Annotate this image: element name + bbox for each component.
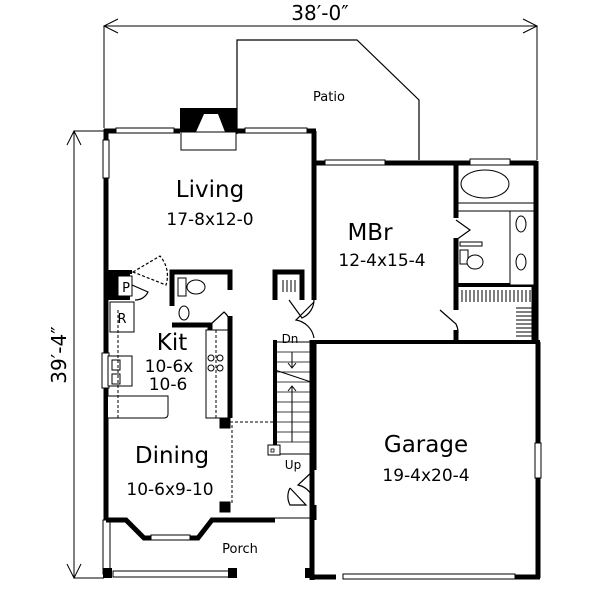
pantry-label: P <box>122 281 130 296</box>
porch <box>103 568 314 578</box>
dining-room-dims: 10-6x9-10 <box>126 480 213 500</box>
patio-outline <box>236 39 420 160</box>
depth-dimension-label: 39′-4″ <box>47 326 71 383</box>
patio-label: Patio <box>313 90 345 105</box>
garage-room-dims: 19-4x20-4 <box>382 466 469 486</box>
refrigerator-label: R <box>117 312 126 327</box>
windows <box>101 127 542 580</box>
fireplace <box>180 108 237 151</box>
stair-up-label: Up <box>285 458 301 472</box>
garage-room-name: Garage <box>384 432 468 458</box>
width-dimension-label: 38′-0″ <box>291 1 348 25</box>
master-bath-fixtures <box>457 164 535 286</box>
kitchen-room-name: Kit <box>157 330 188 356</box>
depth-dimension <box>66 129 104 580</box>
mbr-room-name: MBr <box>347 220 393 246</box>
walk-in-closet <box>461 290 532 337</box>
kitchen-fixtures <box>107 301 275 513</box>
living-room-dims: 17-8x12-0 <box>166 210 253 230</box>
staircase <box>267 340 312 456</box>
bay-window <box>150 534 191 541</box>
kitchen-room-dims-line2: 10-6 <box>149 375 188 395</box>
kitchen-room-dims-line1: 10-6x <box>145 357 194 377</box>
closet-shelves <box>282 280 296 292</box>
porch-label: Porch <box>222 542 258 557</box>
stair-down-label: Dn <box>282 332 299 346</box>
mbr-room-dims: 12-4x15-4 <box>338 251 425 271</box>
width-dimension <box>102 18 539 160</box>
dining-room-name: Dining <box>135 443 209 469</box>
half-bath-fixtures <box>177 277 206 321</box>
living-room-name: Living <box>176 177 244 203</box>
interior-walls <box>106 163 537 541</box>
door-swings <box>131 219 472 506</box>
